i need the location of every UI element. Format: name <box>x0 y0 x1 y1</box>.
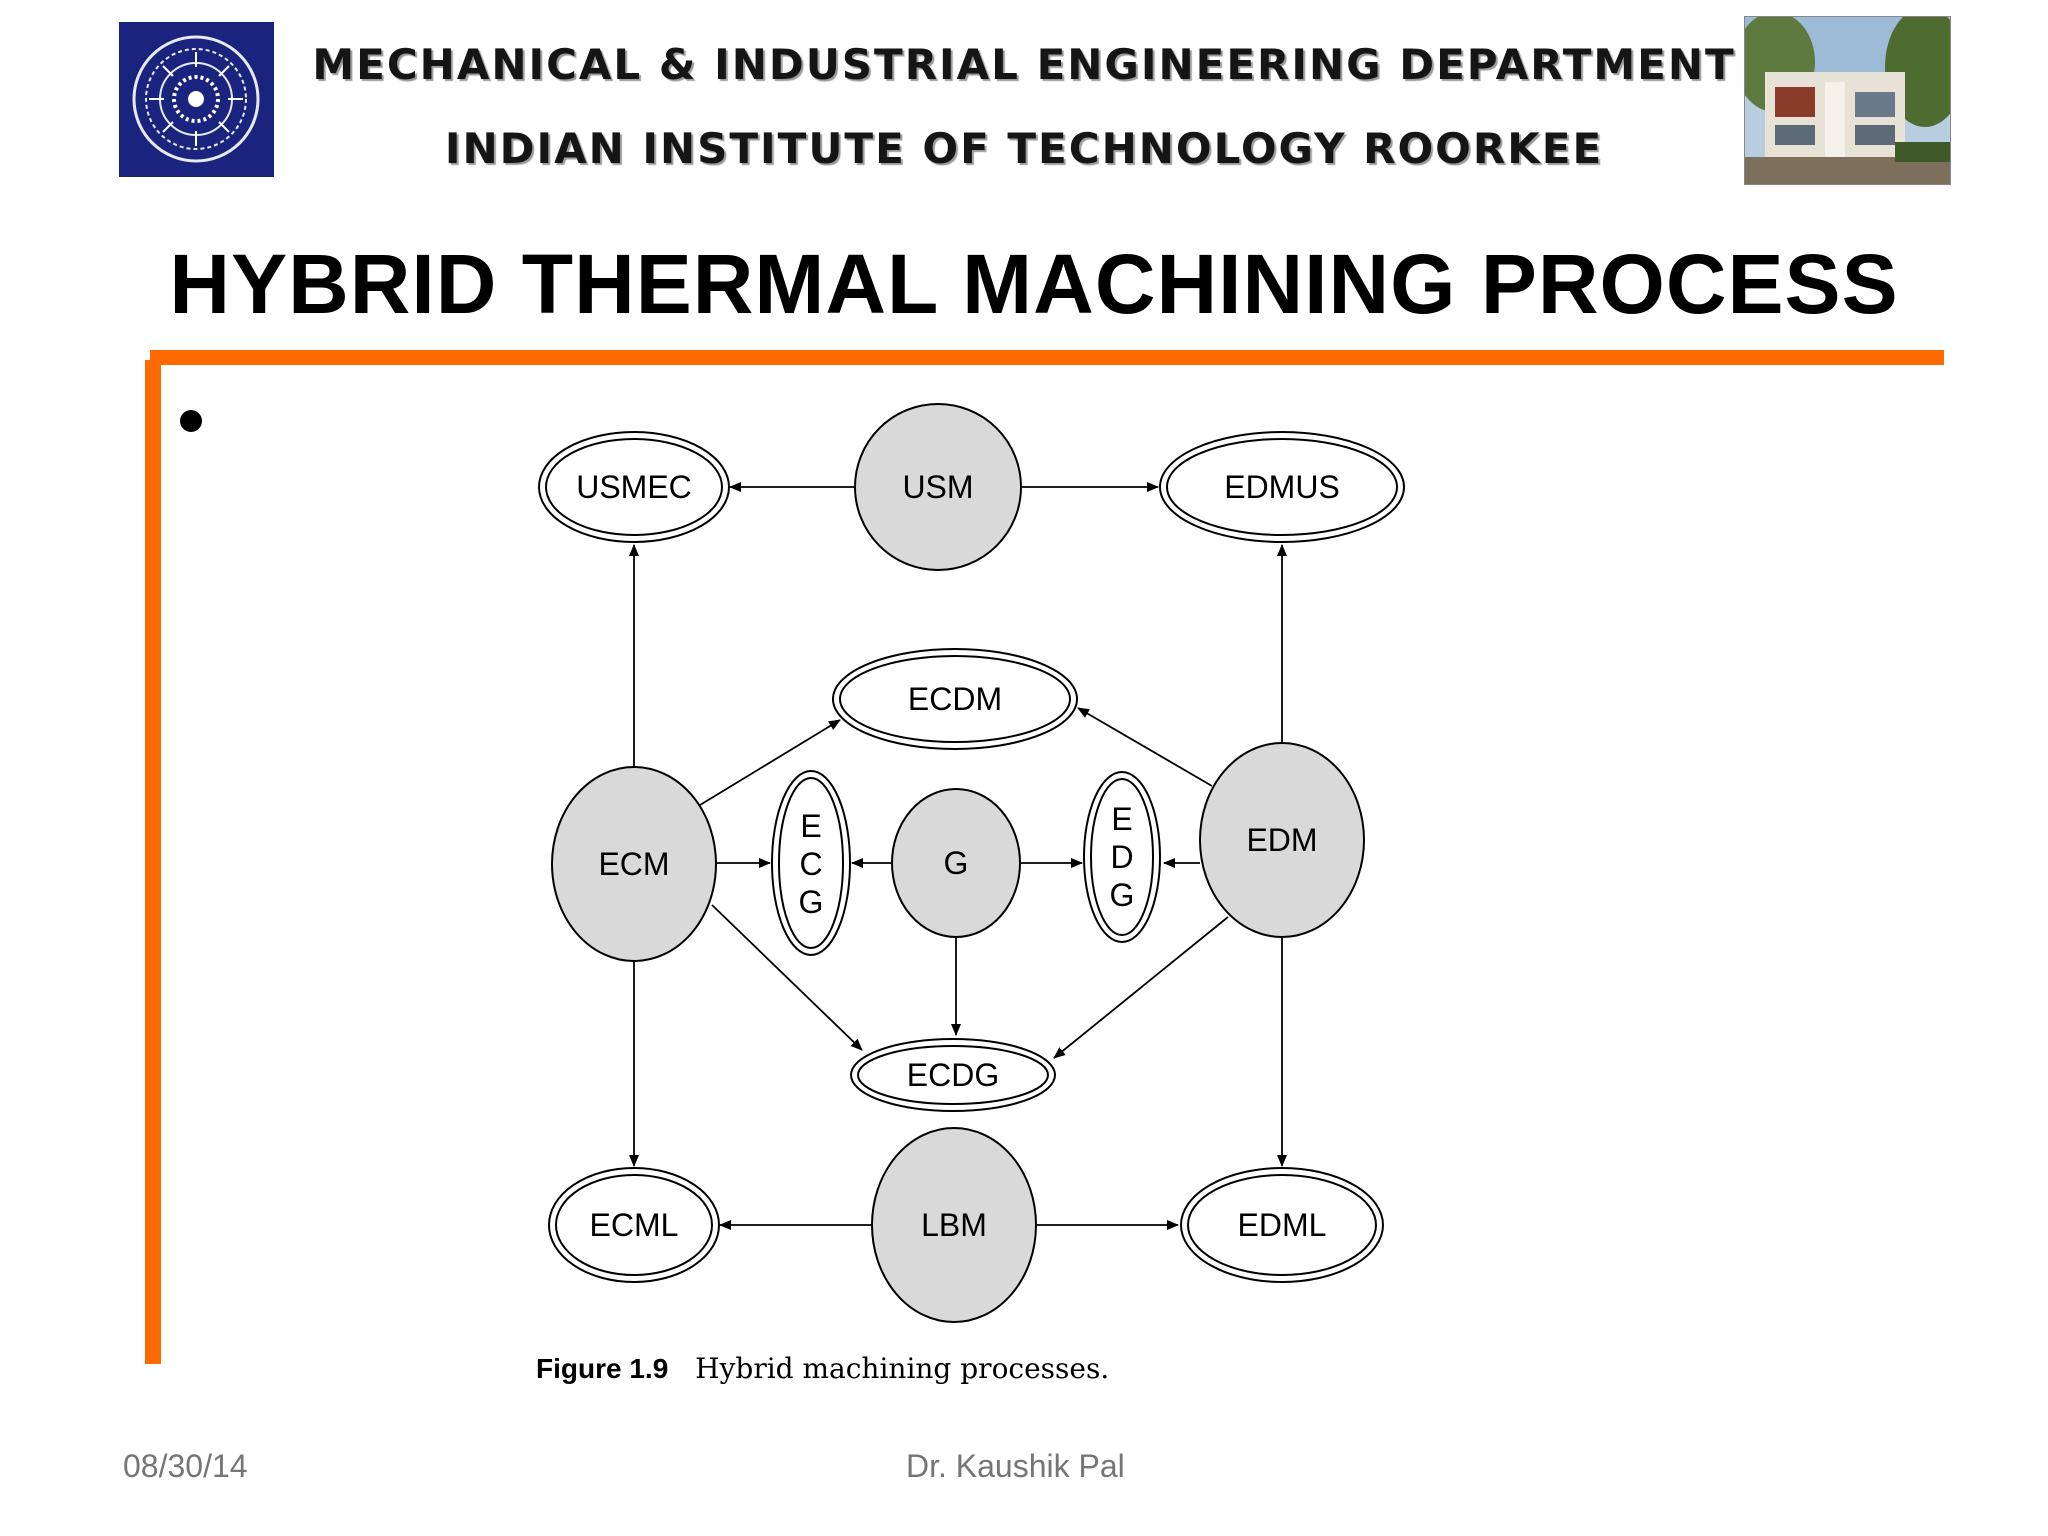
svg-text:ECDG: ECDG <box>907 1057 999 1093</box>
institute-heading: INDIAN INSTITUTE OF TECHNOLOGY ROORKEE <box>444 124 1604 173</box>
footer-author: Dr. Kaushik Pal <box>906 1448 1125 1484</box>
svg-text:E: E <box>1111 801 1132 837</box>
figure-number: Figure 1.9 <box>536 1353 669 1384</box>
node-ecdm: ECDM <box>832 648 1078 750</box>
diagram-edges <box>629 482 1287 1230</box>
title-divider <box>150 350 1944 365</box>
node-edmus: EDMUS <box>1159 431 1405 543</box>
figure-caption-text: Hybrid machining processes. <box>695 1352 1110 1385</box>
bullet-point <box>180 410 202 432</box>
svg-text:EDM: EDM <box>1246 822 1317 858</box>
node-edml: EDML <box>1180 1167 1384 1283</box>
node-g: G <box>891 788 1021 938</box>
node-lbm: LBM <box>871 1127 1037 1323</box>
edge-edm-ecdm <box>1077 707 1213 787</box>
svg-text:EDMUS: EDMUS <box>1224 469 1340 505</box>
node-usmec: USMEC <box>538 431 730 543</box>
node-edm: EDM <box>1199 742 1365 938</box>
svg-text:ECM: ECM <box>598 846 669 882</box>
svg-text:USMEC: USMEC <box>576 469 692 505</box>
node-ecml: ECML <box>548 1167 720 1283</box>
edge-edm-ecdg <box>1053 916 1229 1059</box>
svg-text:EDML: EDML <box>1238 1207 1327 1243</box>
figure-caption: Figure 1.9 Hybrid machining processes. <box>536 1352 1109 1385</box>
edge-ecm-ecdm <box>699 719 841 806</box>
svg-text:LBM: LBM <box>921 1207 987 1243</box>
node-ecdg: ECDG <box>850 1038 1056 1112</box>
department-heading: MECHANICAL & INDUSTRIAL ENGINEERING DEPA… <box>312 40 1736 89</box>
footer-date: 08/30/14 <box>123 1448 248 1484</box>
campus-building-photo <box>1744 16 1951 185</box>
svg-text:C: C <box>799 846 822 882</box>
content-left-border <box>145 360 161 1364</box>
slide-title: HYBRID THERMAL MACHINING PROCESS <box>169 237 1899 331</box>
svg-text:ECML: ECML <box>590 1207 679 1243</box>
node-edg: E D G <box>1083 771 1161 943</box>
edge-ecm-ecdg <box>711 904 863 1051</box>
svg-text:E: E <box>800 808 821 844</box>
svg-text:G: G <box>1110 877 1135 913</box>
node-usm: USM <box>854 403 1022 571</box>
node-ecg: E C G <box>771 770 851 956</box>
svg-text:ECDM: ECDM <box>908 681 1002 717</box>
svg-text:D: D <box>1110 839 1133 875</box>
iit-roorkee-logo <box>119 22 274 177</box>
svg-text:G: G <box>799 884 824 920</box>
svg-text:G: G <box>944 845 969 881</box>
node-ecm: ECM <box>551 766 717 962</box>
svg-text:USM: USM <box>902 469 973 505</box>
